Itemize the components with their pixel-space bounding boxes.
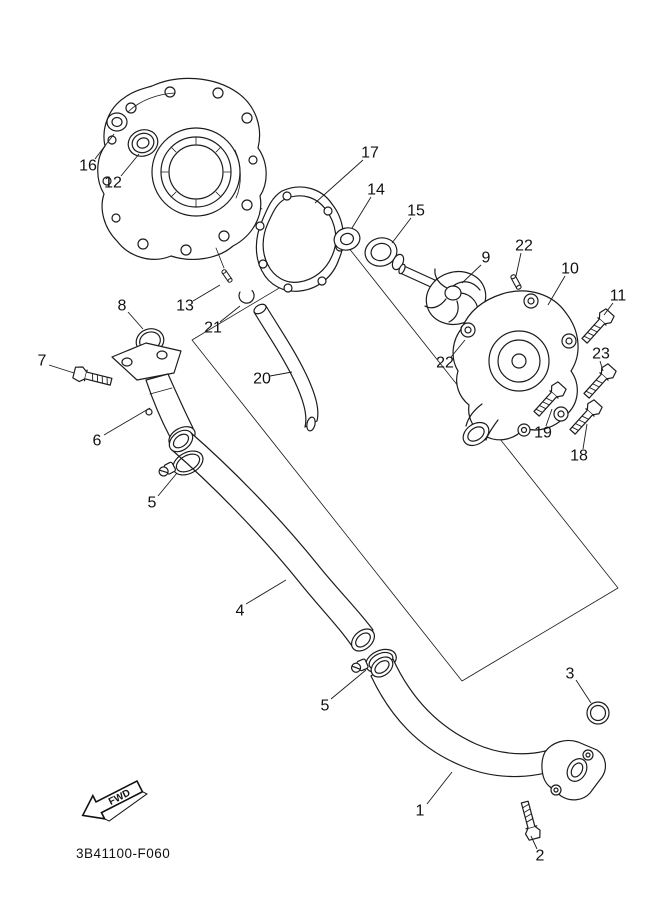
callout-leader-line [391,217,412,244]
dowel-pin-13 [220,268,234,284]
part-number-label: 13 [176,298,194,315]
callout-leader-line [426,771,453,805]
section-plane-lines [191,182,619,682]
impeller-shaft [398,263,487,326]
part-number-label: 9 [482,250,491,267]
flange-bolt-23 [580,361,619,402]
part-number-label: 4 [236,603,245,620]
callout-leader-line [157,472,178,497]
water-pump-housing [452,290,579,447]
callout-leader-line [575,679,592,704]
mechanical-seal [364,237,405,271]
flange-bolt-11 [578,306,617,347]
callout-leader-line [192,284,221,302]
part-number-label: 22 [515,238,533,255]
inlet-hose-1 [370,656,566,778]
dowel-pin-upper [509,273,523,291]
callout-leader-line [530,835,538,850]
callout-leader-line [450,339,466,358]
callout-leader-line [547,275,566,306]
part-number-label: 11 [610,288,627,305]
callout-leader-line [269,371,293,377]
part-number-label: 20 [253,371,271,388]
housing-gasket [255,186,345,293]
part-number-label: 17 [361,145,379,162]
part-number-label: 7 [38,353,47,370]
callout-leader-line [545,408,553,427]
part-number-label: 19 [534,425,552,442]
plain-washer [106,112,128,132]
callout-leader-line [351,196,372,229]
part-number-label: 22 [436,355,454,372]
part-number-label: 5 [148,495,157,512]
callout-leader-line [599,360,604,372]
callout-leader-line [103,407,151,436]
part-number-label: 8 [118,298,127,315]
part-number-label: 6 [93,433,102,450]
callout-leader-line [245,579,287,605]
o-ring-3 [586,701,610,725]
part-number-label: 21 [204,320,222,337]
part-number-label: 10 [561,261,579,278]
callout-leader-line [219,305,241,323]
part-number-label: 18 [570,448,588,465]
seal-washer [333,227,361,251]
fwd-arrow: FWD [81,779,148,822]
callout-leader-line [515,252,522,277]
part-number-label: 5 [321,698,330,715]
part-number-label: 16 [79,158,97,175]
part-number-label: 3 [566,666,575,683]
callout-leader-line [603,302,614,316]
callout-leader-line [330,669,367,700]
callout-leader-line [48,364,75,374]
part-number-label: 12 [104,175,122,192]
outlet-hose-4 [168,429,375,652]
fwd-label: FWD [107,788,132,808]
callout-leader-line [314,159,364,204]
callout-leader-line [582,423,588,450]
part-number-label: 15 [407,203,425,220]
pipe-bracket [541,739,607,801]
diagram-code: 3B41100-F060 [76,846,170,861]
crankcase-cover [97,77,267,269]
part-number-label: 2 [536,848,545,865]
small-hose-20 [253,303,319,432]
flange-bolt-7 [71,364,114,390]
callout-leader-line [120,153,140,177]
circlip-21 [238,289,255,304]
callout-leader-line [94,133,115,160]
part-number-label: 1 [416,803,425,820]
bracket-bolt-2 [516,799,543,842]
part-number-label: 23 [592,346,610,363]
bearing [127,129,159,157]
callout-leader-line [127,311,144,330]
part-number-label: 14 [367,182,385,199]
callout-leader-line [461,264,482,284]
